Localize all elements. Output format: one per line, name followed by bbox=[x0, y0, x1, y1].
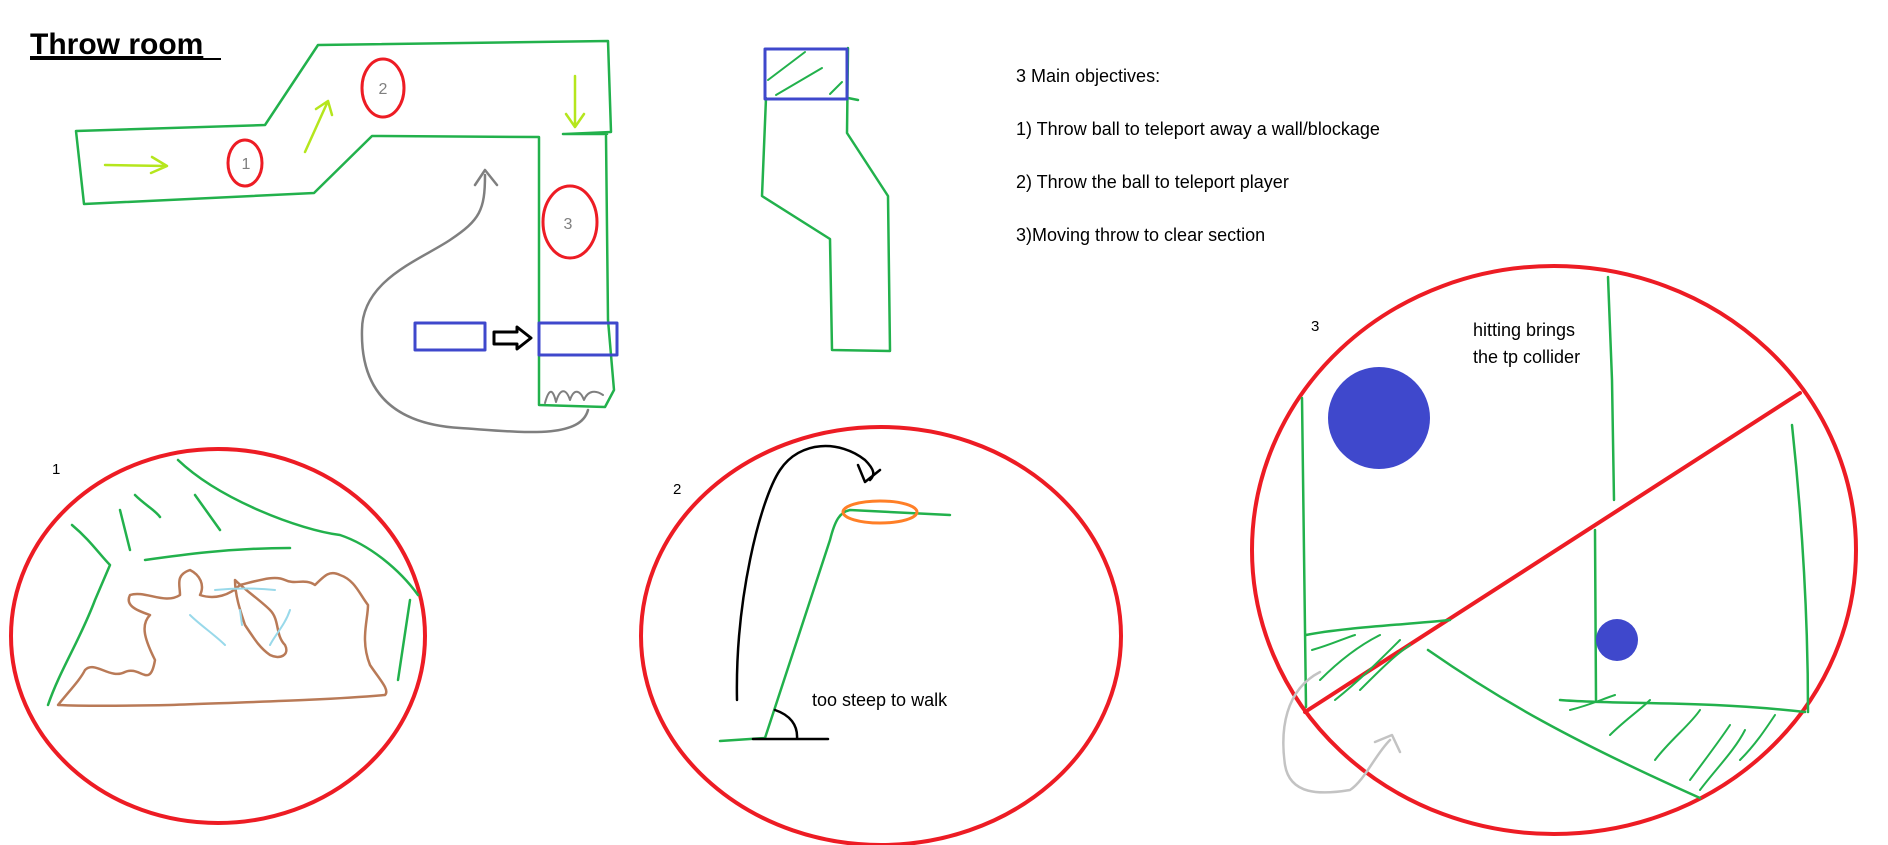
detail-1-circle bbox=[11, 449, 425, 823]
detail-2-angle-mark bbox=[753, 710, 828, 739]
teleport-box-source bbox=[415, 323, 485, 350]
hitting-annotation-line2: the tp collider bbox=[1473, 347, 1580, 367]
profile-hatching bbox=[768, 52, 842, 95]
objectives-heading: 3 Main objectives: bbox=[1016, 66, 1160, 86]
profile-outline bbox=[762, 48, 890, 351]
map-marker-label-1: 1 bbox=[242, 156, 251, 173]
detail-2-jump-arrow bbox=[737, 446, 880, 700]
map-marker-label-3: 3 bbox=[564, 216, 573, 233]
map-wall-outline bbox=[76, 41, 614, 407]
detail-3-hatching bbox=[1312, 635, 1775, 790]
detail-3-label: 3 bbox=[1311, 318, 1319, 335]
map-marker-label-2: 2 bbox=[379, 81, 388, 98]
flow-arrow-down-icon bbox=[566, 76, 584, 127]
squiggle-mark bbox=[545, 391, 603, 403]
objective-item-2: 2) Throw the ball to teleport player bbox=[1016, 172, 1289, 192]
page-title: Throw room bbox=[30, 28, 203, 61]
objective-item-3: 3)Moving throw to clear section bbox=[1016, 225, 1265, 245]
detail-2 bbox=[641, 427, 1121, 845]
objective-item-1: 1) Throw ball to teleport away a wall/bl… bbox=[1016, 119, 1380, 139]
flow-arrow-up-icon bbox=[305, 101, 332, 152]
flow-arrow-right-icon bbox=[105, 157, 167, 173]
side-profile bbox=[762, 48, 890, 351]
blue-ball-large-icon bbox=[1328, 367, 1430, 469]
detail-2-circle bbox=[641, 427, 1121, 845]
detail-1-walls bbox=[48, 460, 418, 705]
move-arrow-icon bbox=[494, 327, 531, 349]
flow-arrows bbox=[105, 76, 584, 173]
teleport-box-target bbox=[539, 323, 617, 355]
detail-2-label: 2 bbox=[673, 481, 681, 498]
detail-1-label: 1 bbox=[52, 461, 60, 478]
throw-path bbox=[362, 170, 588, 432]
detail-1 bbox=[11, 449, 425, 823]
objectives-block: 3 Main objectives: 1) Throw ball to tele… bbox=[1016, 66, 1380, 245]
steep-annotation: too steep to walk bbox=[812, 690, 948, 710]
room-map bbox=[76, 41, 617, 432]
blue-ball-small-icon bbox=[1596, 619, 1638, 661]
hitting-annotation-line1: hitting brings bbox=[1473, 320, 1575, 340]
